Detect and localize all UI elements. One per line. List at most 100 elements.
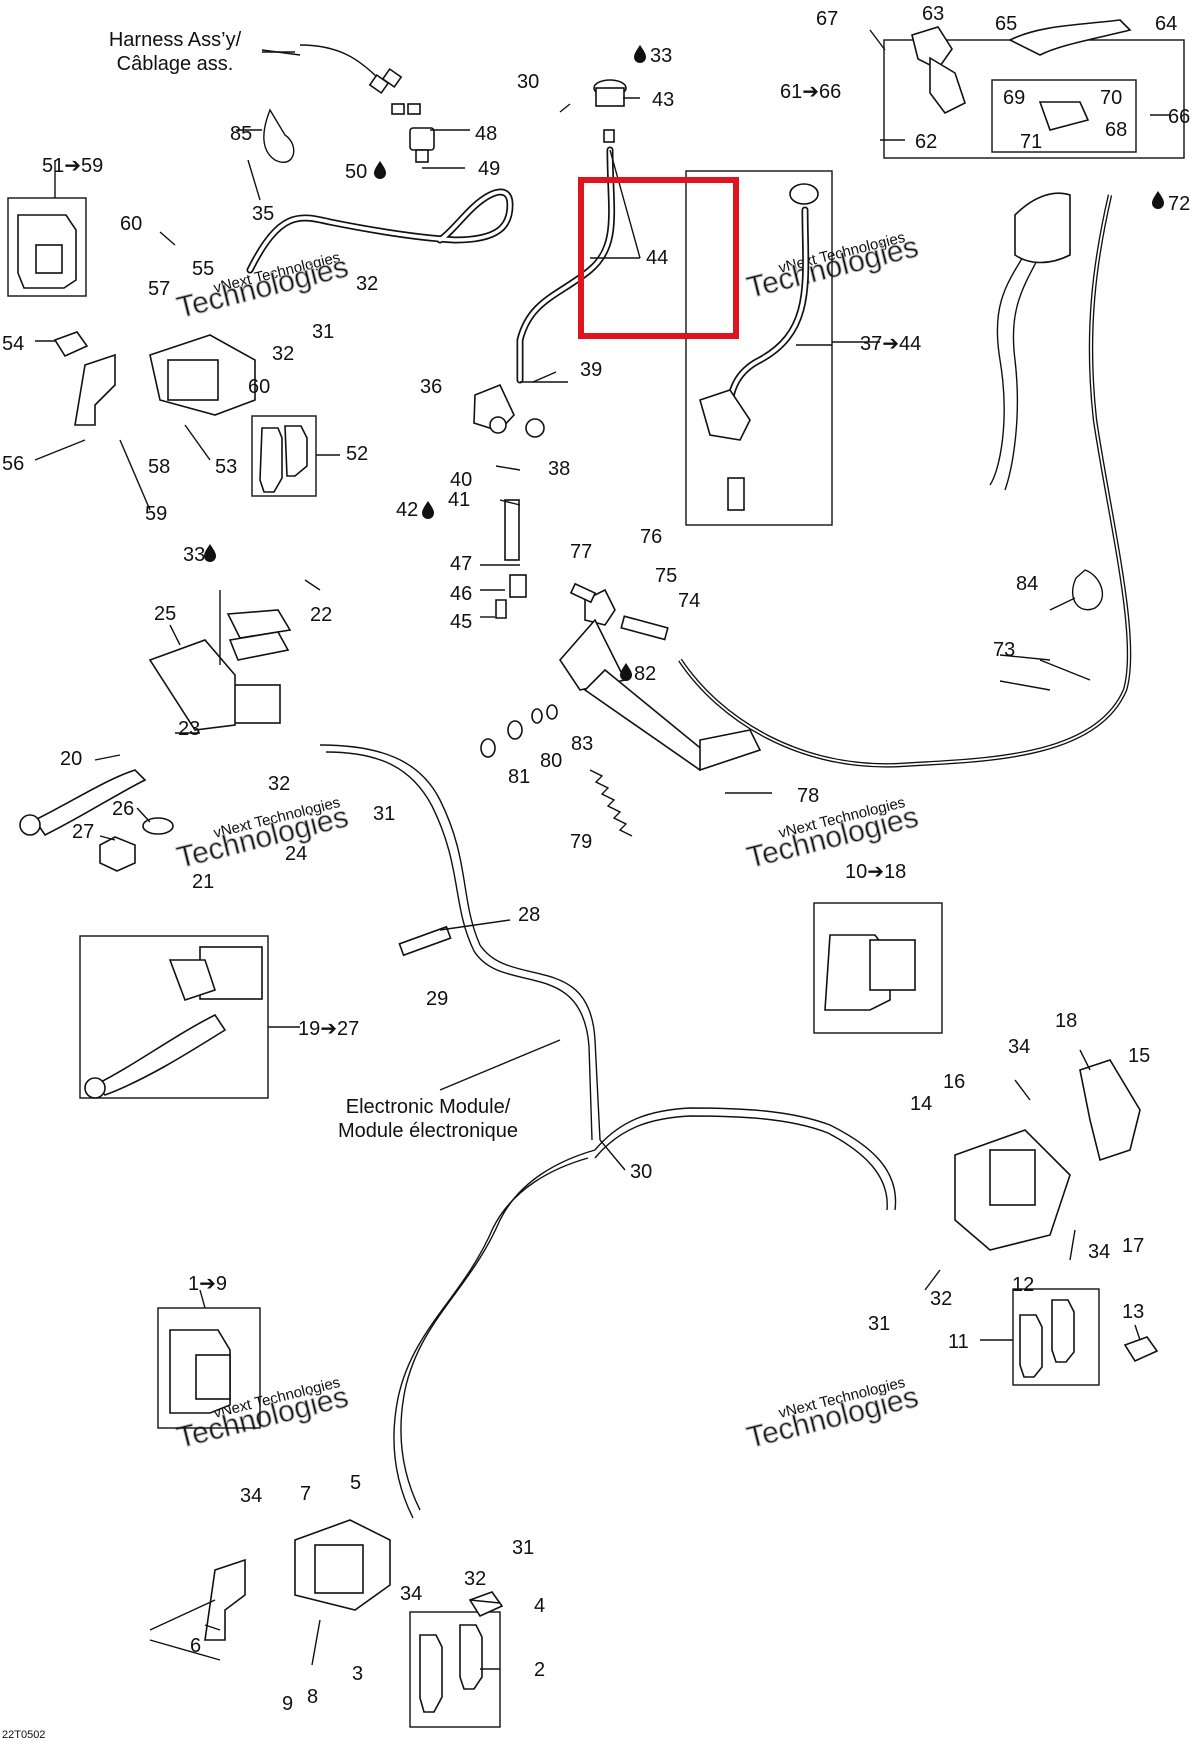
callout-77: 77	[570, 541, 592, 563]
fluid-drop-icon	[1152, 191, 1164, 209]
callout-15: 15	[1128, 1045, 1150, 1067]
callout-78: 78	[797, 785, 819, 807]
fluid-drop-icon	[204, 544, 216, 562]
callout-19-27: 19➔27	[298, 1018, 359, 1040]
callout-47: 47	[450, 553, 472, 575]
callout-12: 12	[1012, 1274, 1034, 1296]
callout-41: 41	[448, 489, 470, 511]
callout-26: 26	[112, 798, 134, 820]
callout-55: 55	[192, 258, 214, 280]
callout-2: 2	[534, 1659, 545, 1681]
callout-79: 79	[570, 831, 592, 853]
callout-76: 76	[640, 526, 662, 548]
callout-6: 6	[190, 1635, 201, 1657]
callout-38: 38	[548, 458, 570, 480]
callout-81: 81	[508, 766, 530, 788]
fluid-drop-icon	[374, 161, 386, 179]
watermarks: vNext Technologies Technologies vNext Te…	[173, 229, 922, 1455]
callout-60: 60	[248, 376, 270, 398]
fluid-drop-icon	[422, 501, 434, 519]
callout-31: 31	[373, 803, 395, 825]
callout-5: 5	[350, 1472, 361, 1494]
callout-65: 65	[995, 13, 1017, 35]
callout-16: 16	[943, 1071, 965, 1093]
callout-69: 69	[1003, 87, 1025, 109]
callout-85: 85	[230, 123, 252, 145]
callout-32: 32	[356, 273, 378, 295]
callout-51-59: 51➔59	[42, 155, 103, 177]
callout-32: 32	[930, 1288, 952, 1310]
callout-33: 33	[650, 45, 672, 67]
callout-66: 66	[1168, 106, 1190, 128]
callout-31: 31	[868, 1313, 890, 1335]
callout-58: 58	[148, 456, 170, 478]
callout-56: 56	[2, 453, 24, 475]
callout-72: 72	[1168, 193, 1190, 215]
callout-36: 36	[420, 376, 442, 398]
callout-64: 64	[1155, 13, 1177, 35]
electronic-module-label: Electronic Module/	[346, 1096, 511, 1118]
callout-32: 32	[268, 773, 290, 795]
callout-1-9: 1➔9	[188, 1273, 227, 1295]
callout-53: 53	[215, 456, 237, 478]
callout-73: 73	[993, 639, 1015, 661]
callout-57: 57	[148, 278, 170, 300]
callout-35: 35	[252, 203, 274, 225]
callout-34: 34	[240, 1485, 262, 1507]
callout-62: 62	[915, 131, 937, 153]
highlight-box	[578, 177, 739, 339]
callout-29: 29	[426, 988, 448, 1010]
callout-52: 52	[346, 443, 368, 465]
callout-18: 18	[1055, 1010, 1077, 1032]
callout-32: 32	[272, 343, 294, 365]
callout-37-44: 37➔44	[860, 333, 921, 355]
callout-49: 49	[478, 158, 500, 180]
fluid-drop-icon	[620, 663, 632, 681]
callout-33: 33	[183, 544, 205, 566]
callout-48: 48	[475, 123, 497, 145]
callout-8: 8	[307, 1686, 318, 1708]
callout-71: 71	[1020, 131, 1042, 153]
callout-43: 43	[652, 89, 674, 111]
callout-45: 45	[450, 611, 472, 633]
callout-24: 24	[285, 843, 307, 865]
callout-40: 40	[450, 469, 472, 491]
callout-68: 68	[1105, 119, 1127, 141]
callout-74: 74	[678, 590, 700, 612]
callout-59: 59	[145, 503, 167, 525]
callout-70: 70	[1100, 87, 1122, 109]
callout-30: 30	[517, 71, 539, 93]
harness-label: Harness Ass’y/	[109, 29, 242, 51]
callout-7: 7	[300, 1483, 311, 1505]
callout-83: 83	[571, 733, 593, 755]
callout-46: 46	[450, 583, 472, 605]
drawing-code: 22T0502	[2, 1729, 45, 1741]
callout-82: 82	[634, 663, 656, 685]
callout-34: 34	[1008, 1036, 1030, 1058]
watermark-text: Technologies	[174, 800, 352, 874]
harness-label: Câblage ass.	[117, 53, 234, 75]
callout-42: 42	[396, 499, 418, 521]
callout-9: 9	[282, 1693, 293, 1715]
callout-20: 20	[60, 748, 82, 770]
callout-31: 31	[312, 321, 334, 343]
callout-54: 54	[2, 333, 24, 355]
callout-28: 28	[518, 904, 540, 926]
callout-30: 30	[630, 1161, 652, 1183]
callout-63: 63	[922, 3, 944, 25]
callout-31: 31	[512, 1537, 534, 1559]
callout-numbers: 51➔59 85 35 60 55 57 31 32 60 54 56 58 5…	[2, 3, 1190, 1715]
callout-23: 23	[178, 718, 200, 740]
callout-25: 25	[154, 603, 176, 625]
text-labels: Harness Ass’y/ Câblage ass. Electronic M…	[2, 29, 518, 1741]
callout-10-18: 10➔18	[845, 861, 906, 883]
callout-84: 84	[1016, 573, 1038, 595]
callout-75: 75	[655, 565, 677, 587]
callout-34: 34	[400, 1583, 422, 1605]
callout-13: 13	[1122, 1301, 1144, 1323]
callout-22: 22	[310, 604, 332, 626]
callout-21: 21	[192, 871, 214, 893]
leader-lines	[34, 29, 1170, 1670]
callout-80: 80	[540, 750, 562, 772]
